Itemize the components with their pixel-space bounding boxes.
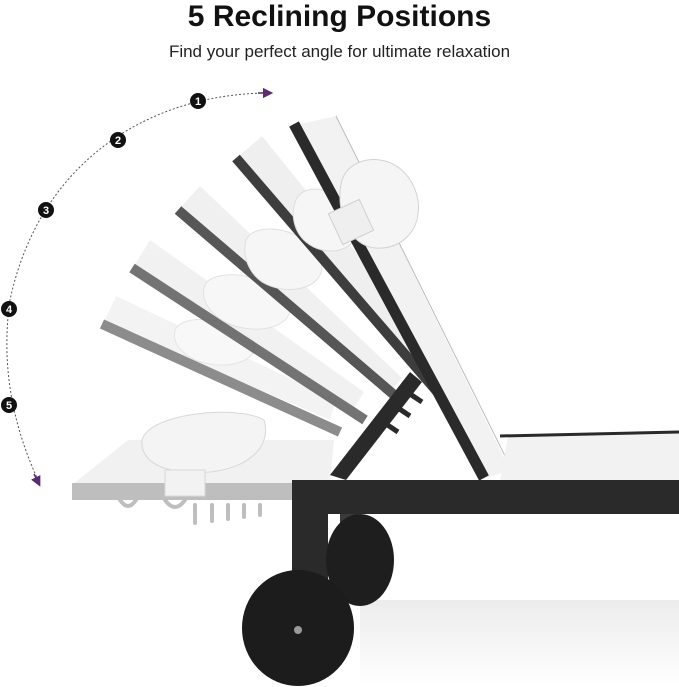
position-badge-5: 5	[1, 397, 17, 413]
arc-arrow-bottom	[30, 473, 41, 487]
svg-text:1: 1	[195, 96, 201, 108]
rear-wheel	[326, 514, 394, 606]
position-badge-2: 2	[110, 132, 126, 148]
headline: 5 Reclining Positions	[187, 0, 492, 33]
svg-text:3: 3	[43, 205, 49, 217]
front-wheel	[242, 570, 354, 686]
position-badge-3: 3	[38, 202, 54, 218]
seat-sling	[499, 430, 679, 480]
pillow-upright	[327, 159, 419, 249]
recline-arc	[6, 92, 266, 481]
pillow-flat	[141, 411, 267, 497]
position-badge-4: 4	[1, 301, 17, 317]
svg-text:2: 2	[115, 135, 121, 147]
position-badge-1: 1	[190, 93, 206, 109]
backrest-position-2	[174, 186, 404, 404]
svg-text:4: 4	[6, 304, 13, 316]
subheadline: Find your perfect angle for ultimate rel…	[168, 42, 511, 61]
floor-shadow	[360, 600, 679, 687]
svg-text:5: 5	[6, 400, 12, 412]
recline-mechanism	[330, 372, 424, 480]
